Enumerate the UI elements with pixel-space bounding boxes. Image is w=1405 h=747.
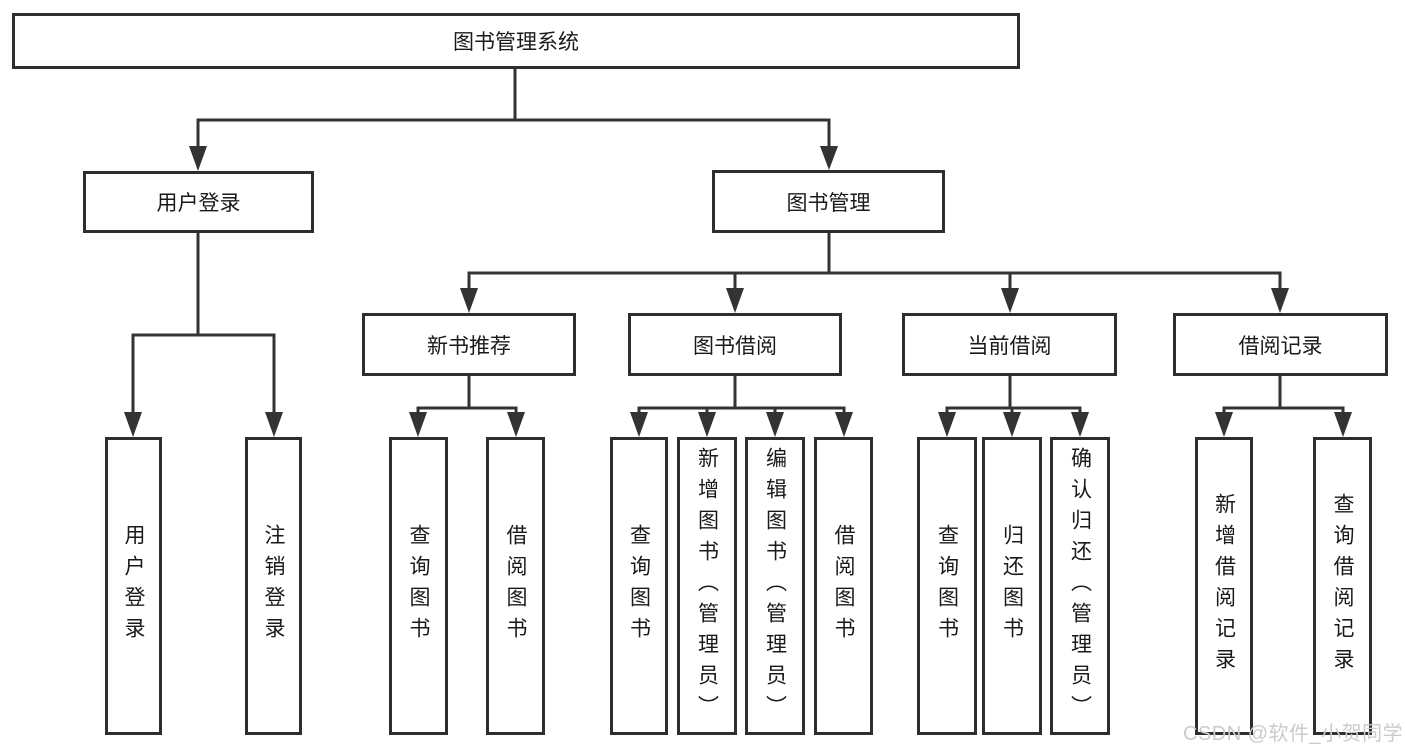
leaf-user-login: 用户登录 xyxy=(105,437,162,735)
node-book-borrow: 图书借阅 xyxy=(628,313,842,376)
node-user-login: 用户登录 xyxy=(83,171,314,233)
leaf-add-books-admin: 新增图书（管理员） xyxy=(677,437,737,735)
node-label: 确认归还（管理员） xyxy=(1068,446,1092,726)
node-label: 图书管理系统 xyxy=(453,31,579,54)
leaf-edit-books-admin: 编辑图书（管理员） xyxy=(745,437,805,735)
node-book-management: 图书管理 xyxy=(712,170,945,233)
leaf-return-books: 归还图书 xyxy=(982,437,1042,735)
node-library-system: 图书管理系统 xyxy=(12,13,1020,69)
node-label: 新增图书（管理员） xyxy=(695,446,719,726)
leaf-borrow-books: 借阅图书 xyxy=(814,437,873,735)
node-label: 查询借阅记录 xyxy=(1331,493,1354,679)
leaf-query-books-current: 查询图书 xyxy=(917,437,977,735)
node-borrow-records: 借阅记录 xyxy=(1173,313,1388,376)
node-label: 注销登录 xyxy=(262,524,285,648)
csdn-watermark: CSDN @软件_小贺同学 xyxy=(1183,723,1404,745)
node-label: 查询图书 xyxy=(407,524,430,648)
leaf-query-books-recommend: 查询图书 xyxy=(389,437,448,735)
node-label: 新增借阅记录 xyxy=(1212,493,1236,679)
node-label: 查询图书 xyxy=(627,524,651,648)
node-label: 用户登录 xyxy=(122,524,145,648)
leaf-borrow-books-recommend: 借阅图书 xyxy=(486,437,545,735)
node-label: 图书借阅 xyxy=(693,334,777,358)
node-label: 当前借阅 xyxy=(967,334,1052,358)
leaf-confirm-return-admin: 确认归还（管理员） xyxy=(1050,437,1110,735)
node-label: 查询图书 xyxy=(935,524,959,648)
node-label: 编辑图书（管理员） xyxy=(763,446,787,726)
node-current-borrow: 当前借阅 xyxy=(902,313,1117,376)
node-label: 新书推荐 xyxy=(427,334,511,358)
leaf-query-borrow-record: 查询借阅记录 xyxy=(1313,437,1372,735)
node-label: 图书管理 xyxy=(786,191,871,215)
node-new-book-recommend: 新书推荐 xyxy=(362,313,576,376)
node-label: 借阅记录 xyxy=(1238,334,1323,358)
leaf-add-borrow-record: 新增借阅记录 xyxy=(1195,437,1253,735)
node-label: 用户登录 xyxy=(156,192,241,215)
node-label: 借阅图书 xyxy=(832,524,855,648)
node-label: 归还图书 xyxy=(1000,524,1024,648)
leaf-query-books-borrow: 查询图书 xyxy=(610,437,668,735)
node-label: 借阅图书 xyxy=(504,524,527,648)
leaf-logout: 注销登录 xyxy=(245,437,302,735)
